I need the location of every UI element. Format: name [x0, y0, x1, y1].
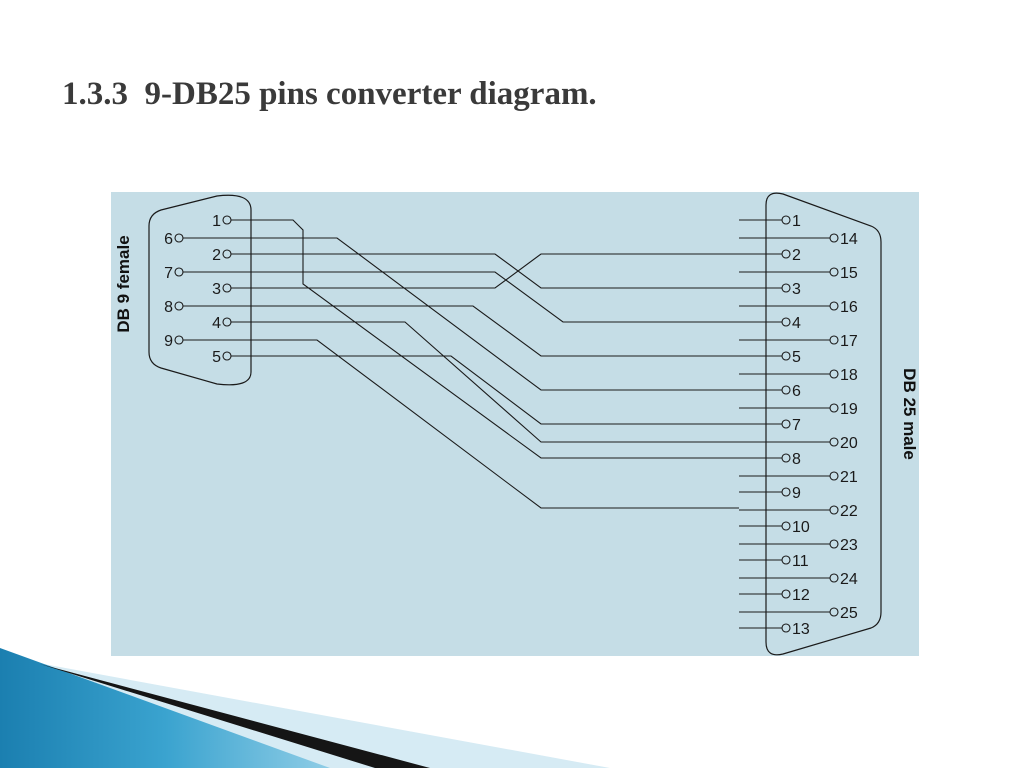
- db25-pin-6-terminal: [781, 385, 791, 395]
- db25-pin-4-terminal: [781, 317, 791, 327]
- db25-pin-13-terminal: [781, 623, 791, 633]
- db9-pin-2-terminal: [222, 249, 232, 259]
- db25-pin-21-label: 21: [840, 469, 858, 486]
- db25-pin-16-terminal: [829, 301, 839, 311]
- db9-pin-9-label: 9: [164, 333, 173, 350]
- pin-group: 1234567891234567891011121314151617181920…: [164, 213, 858, 638]
- decor-dark-wedge: [40, 664, 430, 768]
- decor-light-band: [0, 656, 610, 768]
- db25-pin-11-label: 11: [792, 553, 809, 570]
- wire-db9-4-to-db25-20: [251, 321, 739, 443]
- wire-db9-3-to-db25-2: [251, 253, 739, 289]
- db25-pin-16-label: 16: [840, 299, 858, 316]
- db25-pin-2-terminal: [781, 249, 791, 259]
- db25-pin-15-label: 15: [840, 265, 858, 282]
- db25-pin-14-label: 14: [840, 231, 858, 248]
- db25-pin-25-terminal: [829, 607, 839, 617]
- decor-blue-band: [0, 648, 330, 768]
- db9-pin-9-terminal: [174, 335, 184, 345]
- db25-pin-9-terminal: [781, 487, 791, 497]
- wire-db9-5-to-db25-7: [251, 355, 739, 425]
- db25-pin-12-label: 12: [792, 587, 810, 604]
- db25-pin-18-terminal: [829, 369, 839, 379]
- db25-pin-20-terminal: [829, 437, 839, 447]
- wire-db9-1-to-db25-8: [251, 219, 739, 459]
- db25-connector-shell: [765, 192, 882, 656]
- db25-pin-14-terminal: [829, 233, 839, 243]
- db25-pin-9-label: 9: [792, 485, 801, 502]
- db25-pin-7-label: 7: [792, 417, 801, 434]
- db9-pin-5-terminal: [222, 351, 232, 361]
- db25-pin-23-label: 23: [840, 537, 858, 554]
- db25-pin-19-label: 19: [840, 401, 858, 418]
- wire-db9-9-to-db25-22: [251, 339, 739, 509]
- db25-pin-23-terminal: [829, 539, 839, 549]
- db25-pin-19-terminal: [829, 403, 839, 413]
- db25-pin-8-label: 8: [792, 451, 801, 468]
- db25-pin-13-label: 13: [792, 621, 810, 638]
- db25-pin-5-terminal: [781, 351, 791, 361]
- db9-pin-1-terminal: [222, 215, 232, 225]
- db25-connector-label: DB 25 male: [900, 368, 919, 460]
- db25-pin-11-terminal: [781, 555, 791, 565]
- db9-pin-4-label: 4: [212, 315, 221, 332]
- db25-pin-24-label: 24: [840, 571, 858, 588]
- wire-db9-6-to-db25-6: [251, 237, 739, 391]
- db25-pin-12-terminal: [781, 589, 791, 599]
- db25-pin-10-label: 10: [792, 519, 810, 536]
- db25-pin-1-terminal: [781, 215, 791, 225]
- db25-pin-22-label: 22: [840, 503, 858, 520]
- db25-pin-6-label: 6: [792, 383, 801, 400]
- db9-pin-3-terminal: [222, 283, 232, 293]
- db9-pin-4-terminal: [222, 317, 232, 327]
- db25-pin-3-label: 3: [792, 281, 801, 298]
- db25-pin-17-terminal: [829, 335, 839, 345]
- db25-pin-18-label: 18: [840, 367, 858, 384]
- db9-pin-7-label: 7: [164, 265, 173, 282]
- db25-pin-5-label: 5: [792, 349, 801, 366]
- db25-pin-22-terminal: [829, 505, 839, 515]
- db25-pin-1-label: 1: [792, 213, 801, 230]
- db9-pin-2-label: 2: [212, 247, 221, 264]
- wire-group: [251, 219, 739, 509]
- db9-connector-shell: [148, 194, 252, 386]
- db9-pin-3-label: 3: [212, 281, 221, 298]
- db25-pin-3-terminal: [781, 283, 791, 293]
- wire-db9-8-to-db25-5: [251, 305, 739, 357]
- db25-pin-7-terminal: [781, 419, 791, 429]
- db25-pin-10-terminal: [781, 521, 791, 531]
- db25-pin-15-terminal: [829, 267, 839, 277]
- db9-pin-8-terminal: [174, 301, 184, 311]
- db25-pin-2-label: 2: [792, 247, 801, 264]
- db9-pin-6-label: 6: [164, 231, 173, 248]
- db25-pin-17-label: 17: [840, 333, 858, 350]
- db25-pin-21-terminal: [829, 471, 839, 481]
- db9-pin-1-label: 1: [212, 213, 221, 230]
- db25-pin-8-terminal: [781, 453, 791, 463]
- pinout-diagram: DB 9 female DB 25 male 12345678912345678…: [111, 192, 919, 656]
- db9-connector-label: DB 9 female: [114, 235, 133, 332]
- db25-pin-25-label: 25: [840, 605, 858, 622]
- db25-pin-4-label: 4: [792, 315, 801, 332]
- db9-pin-5-label: 5: [212, 349, 221, 366]
- db9-pin-6-terminal: [174, 233, 184, 243]
- db25-pin-20-label: 20: [840, 435, 858, 452]
- db25-pin-24-terminal: [829, 573, 839, 583]
- db9-pin-8-label: 8: [164, 299, 173, 316]
- wire-db9-7-to-db25-4: [251, 271, 739, 323]
- slide-title: 1.3.3 9-DB25 pins converter diagram.: [62, 76, 597, 112]
- db9-pin-7-terminal: [174, 267, 184, 277]
